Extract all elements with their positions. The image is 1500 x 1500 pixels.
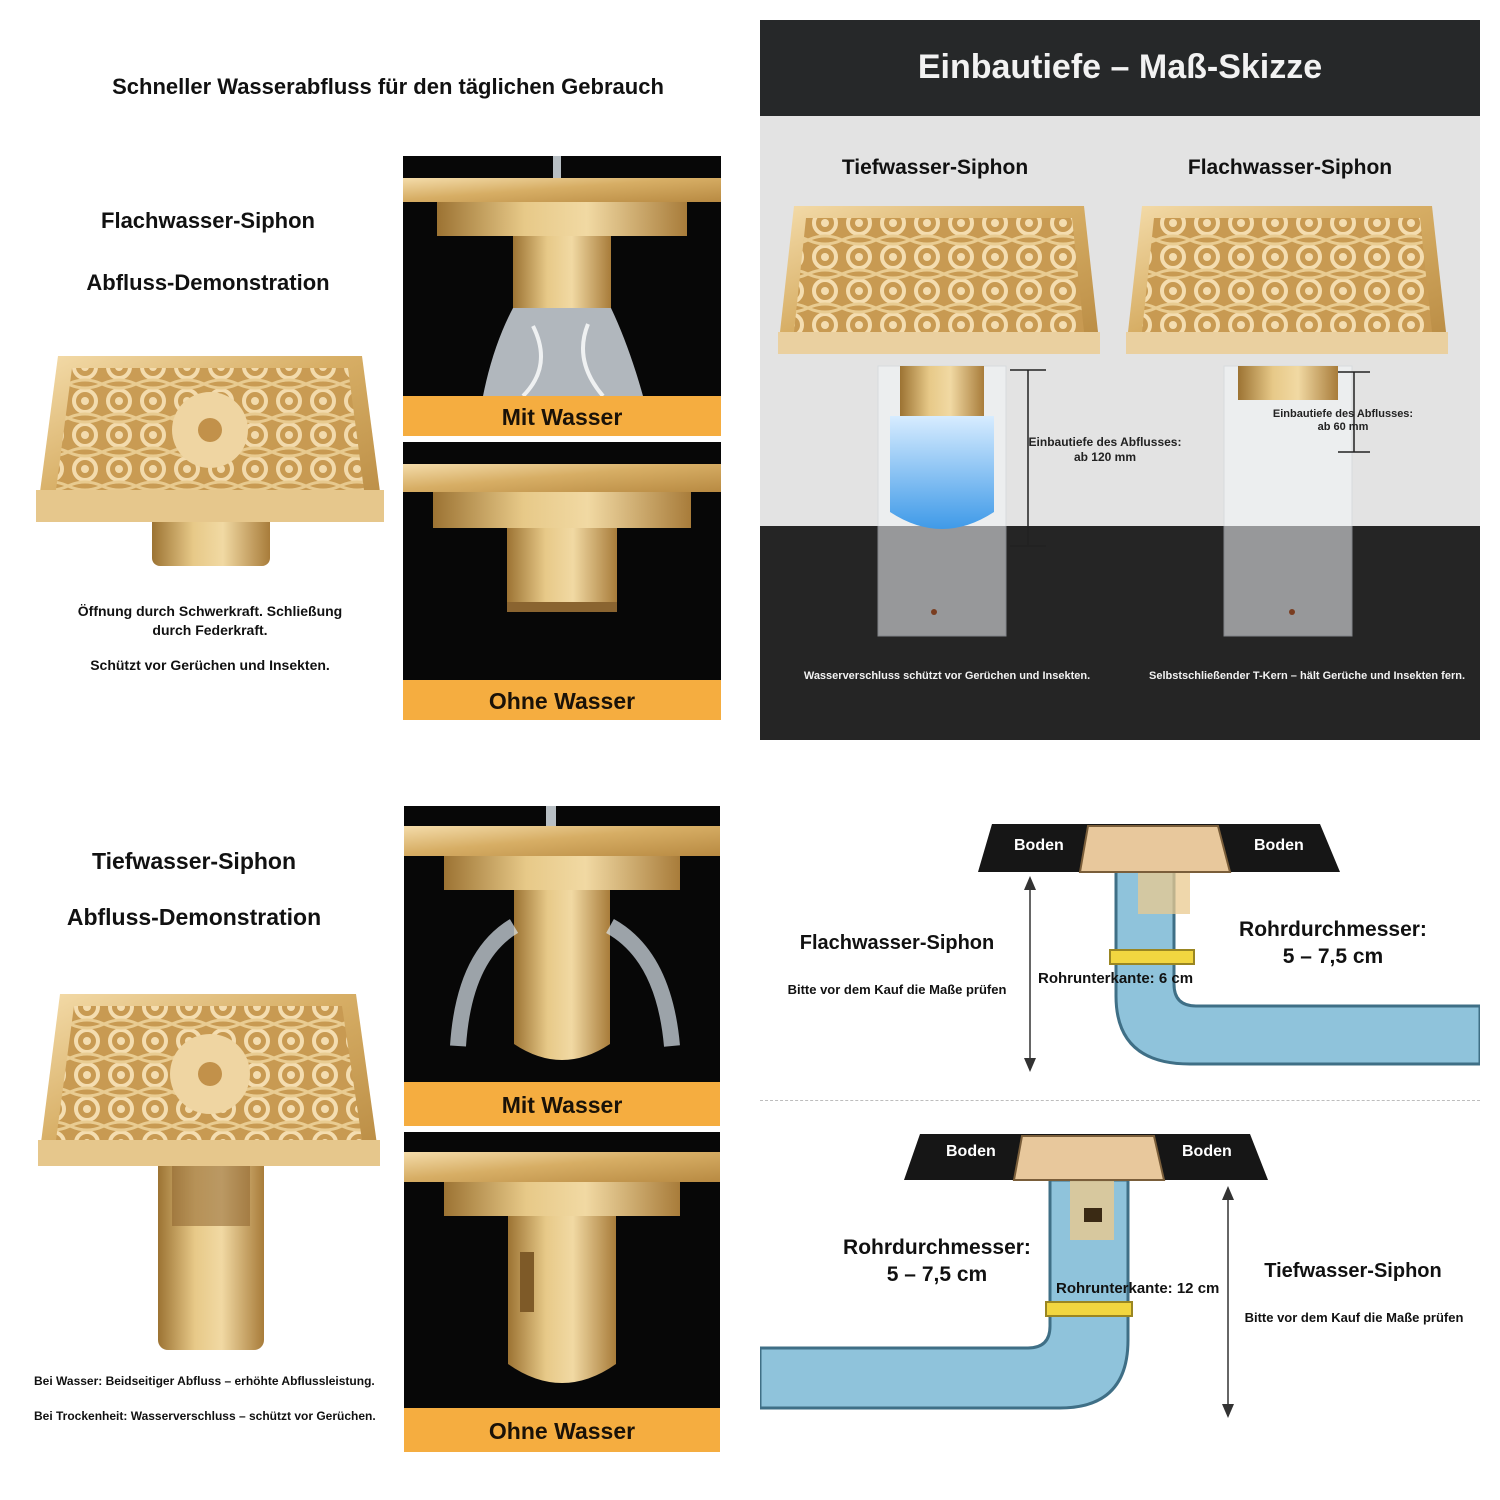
label-with-water: Mit Wasser <box>404 1082 720 1126</box>
bottom-note: Bitte vor dem Kauf die Maße prüfen <box>1244 1310 1464 1325</box>
title-line2: Abfluss-Demonstration <box>86 270 330 295</box>
panel-shallow-demo: Schneller Wasserabfluss für den tägliche… <box>20 20 740 740</box>
left-caption: Wasserverschluss schützt vor Gerüchen un… <box>803 670 1091 682</box>
shallow-pipe-diagram <box>978 824 1480 1072</box>
shallow-dimension-line <box>1338 371 1370 453</box>
right-caption: Selbstschließender T-Kern – hält Gerüche… <box>1148 670 1466 682</box>
deep-drain-image <box>38 994 380 1350</box>
shallow-drain-image <box>36 356 384 566</box>
bottom-floor-right: Boden <box>1182 1143 1232 1160</box>
header-bar <box>760 20 1480 116</box>
top-diameter-line2: 5 – 7,5 cm <box>1282 945 1384 968</box>
deep-drain-illustration <box>778 206 1100 637</box>
divider <box>760 1100 1480 1101</box>
bottom-floor-left: Boden <box>946 1143 996 1160</box>
bottom-title: Tiefwasser-Siphon <box>1264 1260 1442 1282</box>
top-title: Flachwasser-Siphon <box>799 932 995 954</box>
label-without-water: Ohne Wasser <box>404 1408 720 1452</box>
title-line2: Abfluss-Demonstration <box>66 904 322 930</box>
top-floor-left: Boden <box>1014 837 1064 854</box>
right-depth-line1: Einbautiefe des Abflusses: <box>1272 408 1414 420</box>
panel-deep-demo: Tiefwasser-Siphon Abfluss-Demonstration … <box>20 760 740 1480</box>
photo-with-water: Mit Wasser <box>404 806 720 1126</box>
bottom-diameter-line1: Rohrdurchmesser: <box>843 1236 1031 1259</box>
panel-pipe-diagrams: Boden Boden Flachwasser-Siphon Bitte vor… <box>760 760 1480 1480</box>
photo-with-water: Mit Wasser <box>403 156 721 436</box>
desc-line2: Bei Trockenheit: Wasserverschluss – schü… <box>34 1409 376 1423</box>
bottom-diameter-line2: 5 – 7,5 cm <box>886 1263 988 1286</box>
top-floor-right: Boden <box>1254 837 1304 854</box>
top-pipe-edge: Rohrunterkante: 6 cm <box>1038 970 1194 987</box>
photo-without-water: Ohne Wasser <box>403 442 721 720</box>
desc-line3: Schützt vor Gerüchen und Insekten. <box>90 657 330 673</box>
headline: Schneller Wasserabfluss für den tägliche… <box>112 74 664 99</box>
left-depth-line1: Einbautiefe des Abflusses: <box>1028 435 1182 449</box>
desc-line1: Bei Wasser: Beidseitiger Abfluss – erhöh… <box>34 1374 375 1388</box>
shallow-drain-illustration <box>1126 206 1448 637</box>
top-diameter-line1: Rohrdurchmesser: <box>1239 918 1427 941</box>
top-note: Bitte vor dem Kauf die Maße prüfen <box>787 982 1007 997</box>
deep-dimension-line <box>1010 369 1046 547</box>
label-with-water: Mit Wasser <box>403 396 721 436</box>
label-without-water: Ohne Wasser <box>403 680 721 720</box>
right-title: Flachwasser-Siphon <box>1187 156 1393 179</box>
deep-pipe-diagram <box>760 1134 1268 1418</box>
title-line1: Tiefwasser-Siphon <box>91 848 297 874</box>
bottom-pipe-edge: Rohrunterkante: 12 cm <box>1056 1280 1220 1297</box>
photo-without-water: Ohne Wasser <box>404 1132 720 1452</box>
right-depth-line2: ab 60 mm <box>1317 421 1369 433</box>
header-title: Einbautiefe – Maß-Skizze <box>917 48 1323 86</box>
title-line1: Flachwasser-Siphon <box>101 208 315 233</box>
left-title: Tiefwasser-Siphon <box>841 156 1029 179</box>
left-depth-line2: ab 120 mm <box>1073 450 1137 464</box>
desc-line2: durch Federkraft. <box>152 622 268 638</box>
desc-line1: Öffnung durch Schwerkraft. Schließung <box>77 603 343 619</box>
panel-installation-depth: Einbautiefe – Maß-Skizze Tiefwasser-Siph… <box>760 20 1480 740</box>
